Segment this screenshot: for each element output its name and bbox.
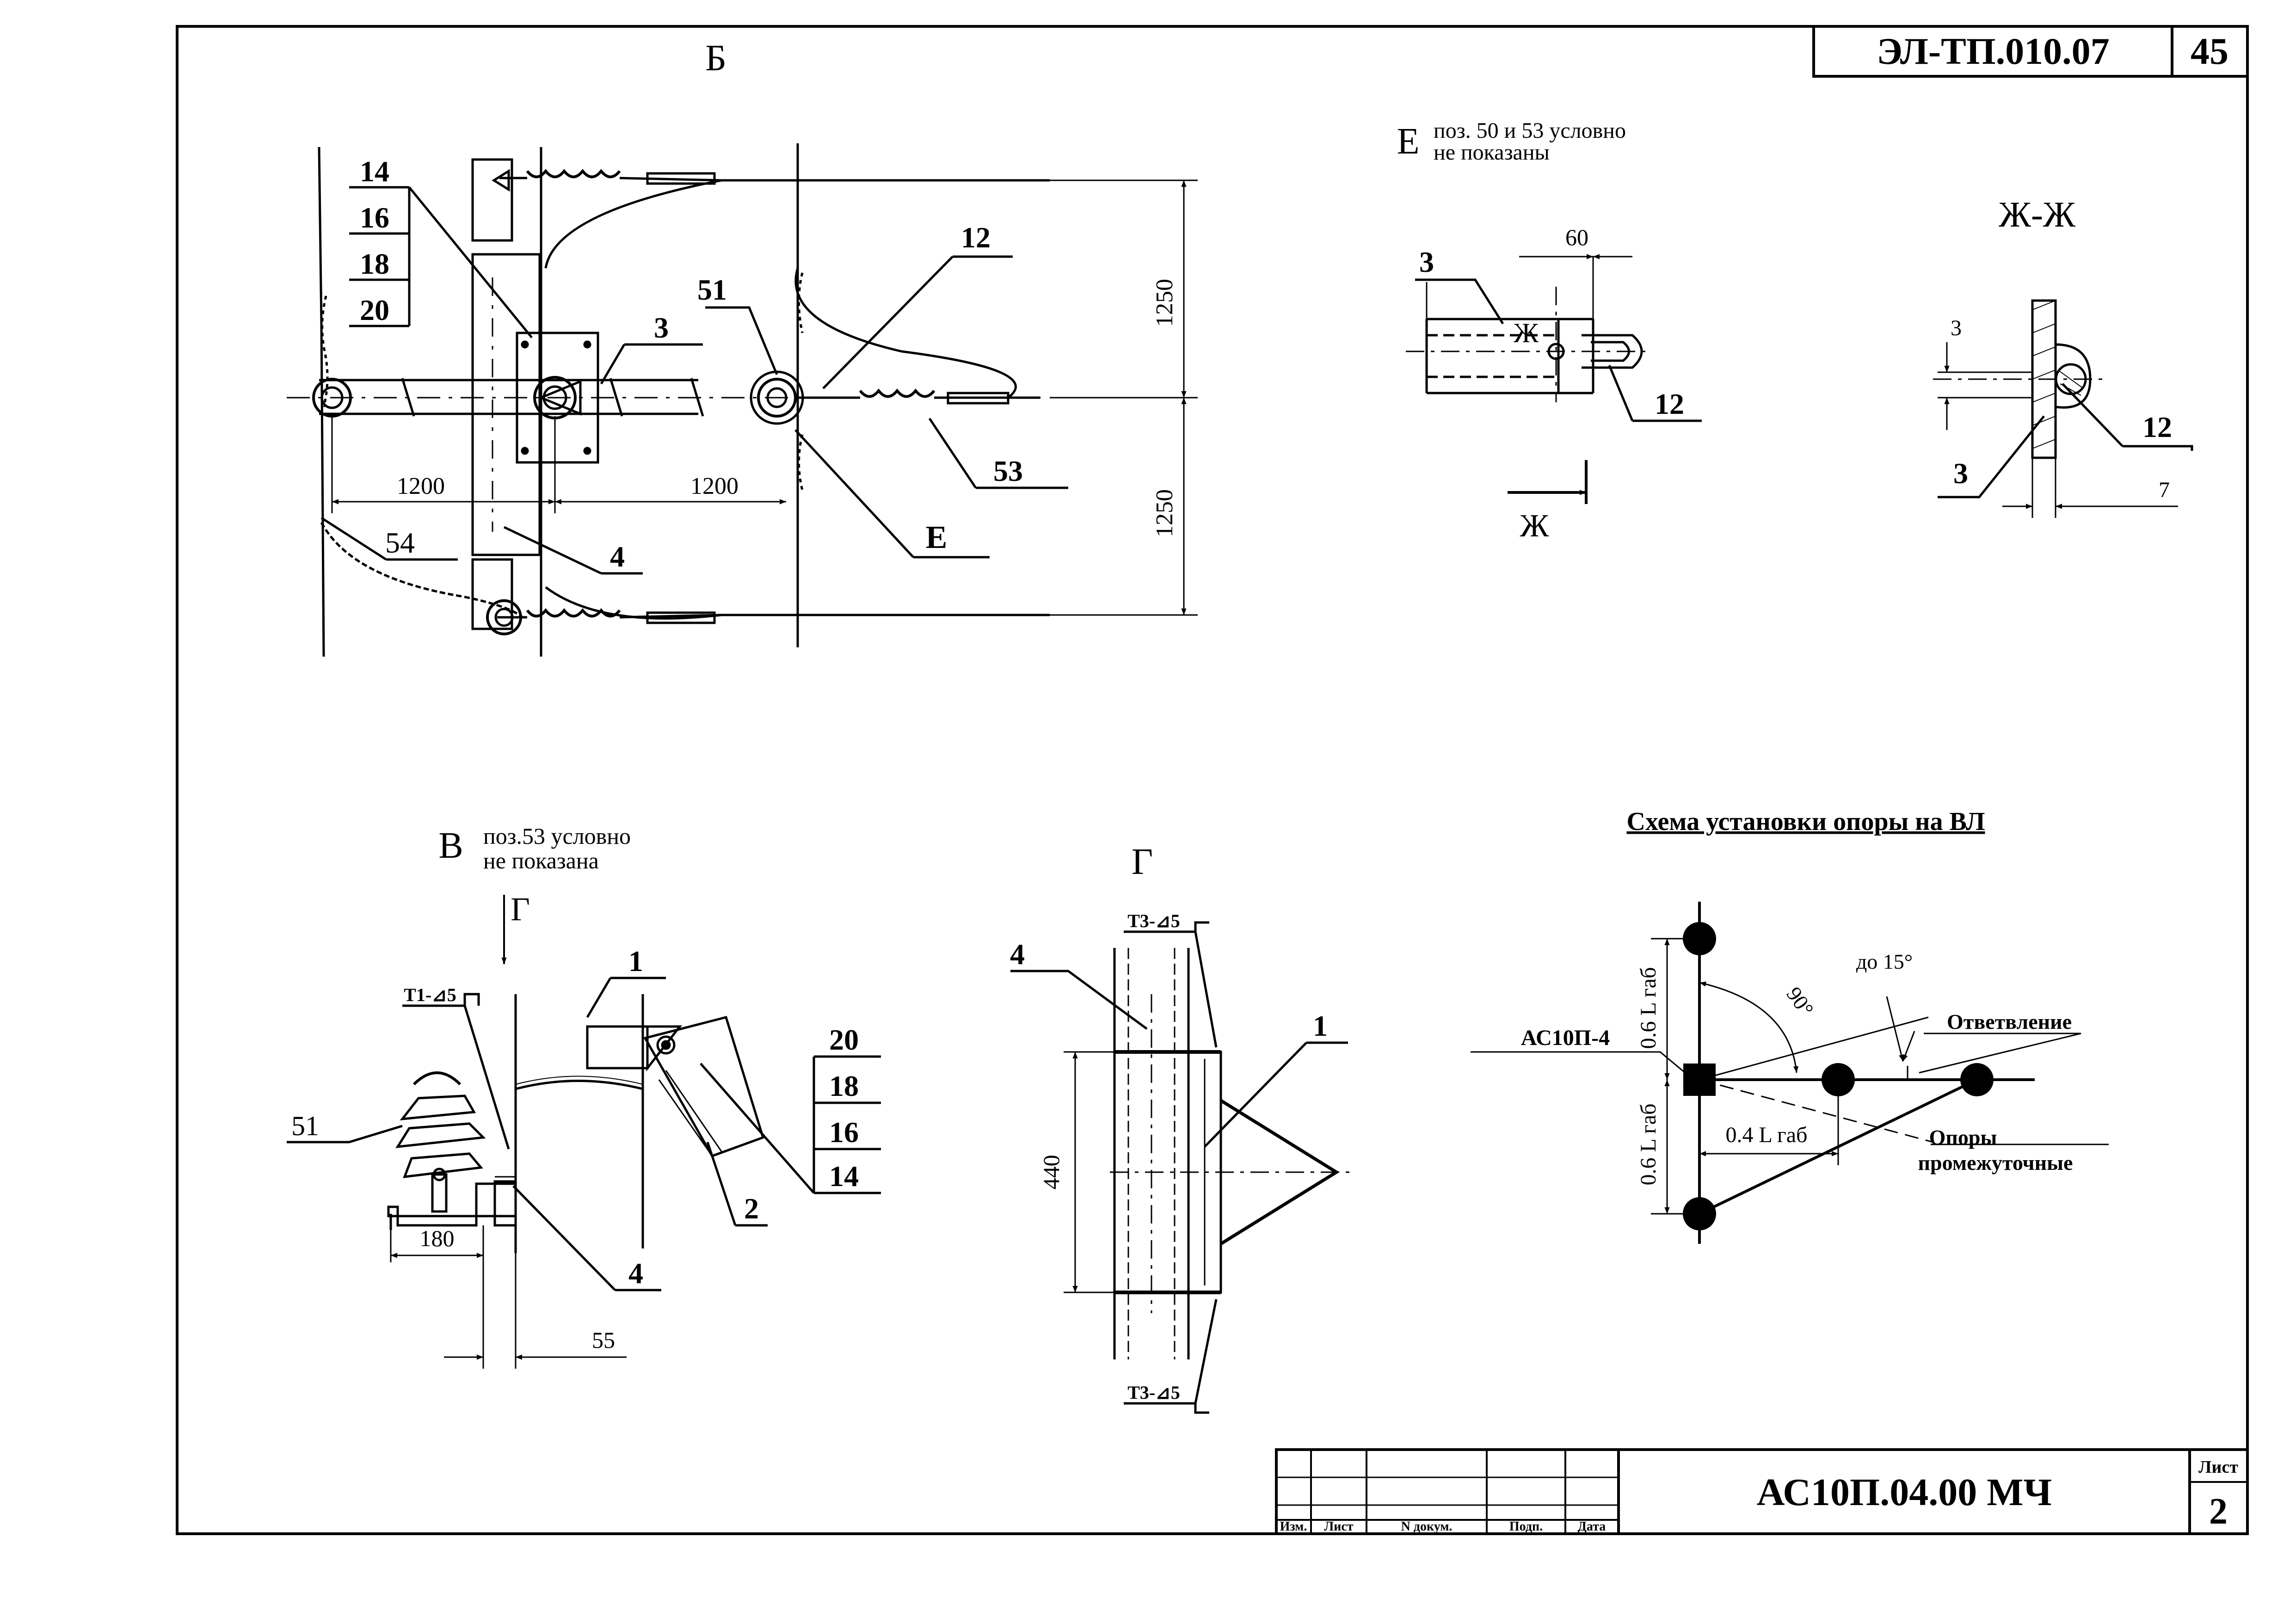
view-v-label-4: 4 (628, 1257, 643, 1290)
view-v-callout-16: 16 (829, 1116, 859, 1149)
scheme-support-label: АС10П-4 (1521, 1026, 1610, 1050)
title-col-sign: Подп. (1509, 1519, 1543, 1534)
section-zh-label-12: 12 (2142, 411, 2172, 443)
view-g-weld-top: Т3-⊿5 (1127, 910, 1180, 931)
support-ac10p4 (1683, 1064, 1716, 1096)
branch-support-2 (1960, 1063, 1994, 1096)
callout-20: 20 (360, 294, 389, 326)
scheme-geometry (1471, 902, 2109, 1244)
view-e-label-12: 12 (1655, 387, 1684, 420)
label-53: 53 (993, 455, 1023, 487)
title-col-sheet: Лист (1324, 1519, 1353, 1534)
view-g-title: Г (1132, 842, 1153, 882)
section-zh-dim-3: 3 (1951, 316, 1962, 340)
dim-left-span: 1200 (397, 473, 445, 499)
view-b-dimensions (331, 179, 1198, 616)
view-b-title: Б (705, 38, 726, 79)
scheme-intermediate-line2: промежуточные (1918, 1151, 2073, 1174)
title-sheet-number: 2 (2209, 1491, 2228, 1532)
view-v-callout-14: 14 (829, 1160, 859, 1193)
view-e: Е поз. 50 и 53 условно не показаны 60 3 … (1397, 118, 1702, 544)
scheme: Схема установки опоры на ВЛ (1471, 807, 2109, 1244)
view-e-section-arrow (1508, 460, 1588, 504)
view-g-geometry (1010, 921, 1355, 1414)
callout-14: 14 (360, 155, 389, 188)
view-e-title: Е (1397, 121, 1420, 162)
view-e-section-arrow-label: Ж (1520, 508, 1549, 544)
view-b-callout-table (349, 186, 533, 338)
view-v-weld: Т1-⊿5 (404, 984, 456, 1005)
view-e-note-line1: поз. 50 и 53 условно (1434, 118, 1626, 143)
view-v-title: В (438, 825, 463, 866)
section-zh-geometry (1933, 299, 2193, 518)
view-e-dim-60: 60 (1565, 224, 1588, 250)
label-e: Е (926, 520, 948, 555)
scheme-title: Схема установки опоры на ВЛ (1627, 807, 1985, 836)
scheme-dim-horizontal: 0.4 L габ (1726, 1123, 1808, 1147)
section-zh-dim-7: 7 (2159, 478, 2170, 502)
intermediate-support-bottom (1683, 1197, 1716, 1230)
view-v-note-line2: не показана (483, 848, 599, 873)
dim-right-span: 1200 (690, 473, 739, 499)
branch-support-1 (1822, 1063, 1855, 1096)
view-v-callout-table (700, 1055, 881, 1194)
view-b: Б (287, 38, 1198, 657)
view-e-note-line2: не показаны (1434, 140, 1550, 165)
view-v-arrow-label: Г (511, 891, 530, 928)
view-e-geometry (1406, 254, 1702, 422)
scheme-dim-lower: 0.6 L габ (1636, 1104, 1661, 1186)
page-number: 45 (2191, 30, 2228, 72)
title-col-change: Изм. (1280, 1519, 1307, 1534)
view-g: Г Т3-⊿5 Т3-⊿5 4 (1010, 842, 1355, 1414)
dim-lower-height: 1250 (1151, 489, 1178, 537)
section-zh-title: Ж-Ж (1999, 194, 2075, 234)
title-col-doc: N докум. (1401, 1519, 1453, 1534)
view-g-label-1: 1 (1313, 1009, 1328, 1042)
view-v-label-2: 2 (744, 1192, 759, 1225)
label-51: 51 (697, 273, 727, 306)
scheme-dim-upper: 0.6 L габ (1636, 967, 1661, 1049)
scheme-branch-label: Ответвление (1947, 1010, 2072, 1033)
dim-upper-height: 1250 (1151, 279, 1178, 327)
view-v-dim-55: 55 (592, 1327, 615, 1353)
title-designation: АС10П.04.00 МЧ (1757, 1471, 2052, 1514)
view-v-dim-180: 180 (420, 1225, 455, 1251)
title-sheet-label: Лист (2198, 1457, 2238, 1477)
callout-18: 18 (360, 247, 389, 280)
scheme-angle-90: 90° (1782, 983, 1818, 1021)
scheme-angle-15: до 15° (1856, 950, 1913, 973)
view-b-leaders (320, 255, 1068, 575)
view-g-label-4: 4 (1010, 938, 1025, 971)
view-v: В поз.53 условно не показана Г (287, 823, 881, 1369)
view-v-note-line1: поз.53 условно (483, 823, 631, 849)
intermediate-support-top (1683, 922, 1716, 955)
view-v-label-51: 51 (291, 1111, 319, 1141)
label-3: 3 (654, 311, 669, 344)
label-54: 54 (385, 526, 415, 559)
view-b-geometry (287, 143, 1050, 657)
view-e-label-3: 3 (1419, 246, 1434, 278)
title-col-date: Дата (1578, 1519, 1606, 1534)
view-v-callout-18: 18 (829, 1070, 859, 1102)
view-g-weld-bottom: Т3-⊿5 (1127, 1382, 1180, 1403)
label-4: 4 (610, 540, 625, 573)
view-g-dim-440: 440 (1038, 1155, 1064, 1190)
sheet-frame (176, 25, 2249, 1535)
view-v-geometry (287, 977, 768, 1369)
title-block (1275, 1448, 2249, 1535)
view-v-label-1: 1 (628, 945, 643, 977)
label-12: 12 (961, 221, 991, 254)
scheme-nodes (1683, 922, 1994, 1230)
view-v-callout-20: 20 (829, 1023, 859, 1056)
section-zh: Ж-Ж 3 7 3 12 (1933, 194, 2193, 518)
section-zh-label-3: 3 (1953, 457, 1968, 490)
view-e-section-mark: Ж (1514, 318, 1539, 348)
scheme-intermediate-line1: Опоры (1929, 1125, 1997, 1149)
doc-code: ЭЛ-ТП.010.07 (1877, 30, 2109, 72)
callout-16: 16 (360, 201, 389, 234)
